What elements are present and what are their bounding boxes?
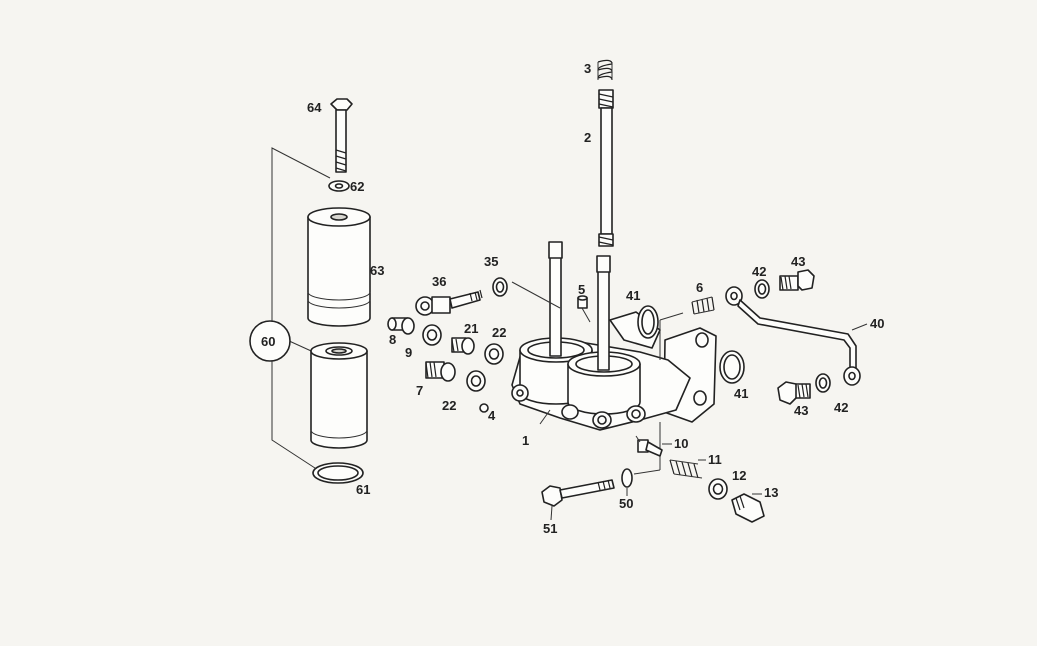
part-42-washer-lower <box>815 373 831 393</box>
shaft-group: 3 2 <box>584 59 614 247</box>
callout-21: 21 <box>464 321 478 336</box>
part-7-valve <box>425 361 456 382</box>
callout-3: 3 <box>584 61 591 76</box>
callout-12: 12 <box>732 468 746 483</box>
part-41-seal-lower <box>719 350 745 384</box>
callout-8: 8 <box>389 332 396 347</box>
callout-42-upper: 42 <box>752 264 766 279</box>
part-22-washer-upper <box>484 343 504 365</box>
part-42-washer-upper <box>754 279 770 299</box>
callout-50: 50 <box>619 496 633 511</box>
part-43-bolt-lower <box>777 381 811 405</box>
filter-group-bracket <box>271 147 331 471</box>
callout-43-upper: 43 <box>791 254 805 269</box>
callout-40: 40 <box>870 316 884 331</box>
part-21-valve <box>451 337 475 355</box>
part-2-shaft <box>598 89 614 247</box>
callout-7: 7 <box>416 383 423 398</box>
callout-62: 62 <box>350 179 364 194</box>
part-63-filter-cartridge <box>307 207 371 327</box>
part-61-seal-ring <box>312 462 364 484</box>
part-35-washer <box>492 277 508 297</box>
callout-41-upper: 41 <box>626 288 640 303</box>
callout-60: 60 <box>261 334 275 349</box>
callout-60-circle <box>249 320 291 362</box>
part-12-washer <box>708 478 728 500</box>
part-11-spring <box>669 459 703 479</box>
part-6-spring <box>691 296 715 315</box>
callout-13: 13 <box>764 485 778 500</box>
part-1-housing <box>511 241 717 431</box>
part-36-banjo-bolt <box>415 281 561 316</box>
callout-22-lower: 22 <box>442 398 456 413</box>
part-22-washer-lower <box>466 370 486 392</box>
part-40-pipe <box>725 286 861 386</box>
part-50-washer <box>621 468 633 488</box>
callout-4: 4 <box>488 408 496 423</box>
part-3-spring <box>597 59 613 81</box>
part-4-ball <box>479 403 489 413</box>
callout-63: 63 <box>370 263 384 278</box>
part-51-bolt <box>541 479 615 507</box>
part-5-plug <box>577 295 591 323</box>
callout-9: 9 <box>405 345 412 360</box>
callout-43-lower: 43 <box>794 403 808 418</box>
part-41-seal-upper <box>637 305 659 339</box>
part-43-bolt-upper <box>779 269 815 291</box>
part-62-washer <box>328 180 350 192</box>
callout-64: 64 <box>307 100 322 115</box>
callout-42-lower: 42 <box>834 400 848 415</box>
part-9-washer <box>422 324 442 346</box>
part-10-pin <box>635 435 663 457</box>
callout-2: 2 <box>584 130 591 145</box>
part-64-bolt <box>330 98 353 173</box>
callout-35: 35 <box>484 254 498 269</box>
part-8-plug <box>387 317 415 335</box>
part-60-filter-element <box>310 342 368 449</box>
callout-1: 1 <box>522 433 529 448</box>
callout-51: 51 <box>543 521 557 536</box>
callout-41-lower: 41 <box>734 386 748 401</box>
callout-5: 5 <box>578 282 585 297</box>
callout-36: 36 <box>432 274 446 289</box>
callout-10: 10 <box>674 436 688 451</box>
part-13-plug <box>731 493 765 523</box>
callout-11: 11 <box>708 452 722 467</box>
filter-assembly-group: 64 62 63 60 61 <box>249 98 384 497</box>
callout-6: 6 <box>696 280 703 295</box>
callout-22-upper: 22 <box>492 325 506 340</box>
callout-61: 61 <box>356 482 370 497</box>
